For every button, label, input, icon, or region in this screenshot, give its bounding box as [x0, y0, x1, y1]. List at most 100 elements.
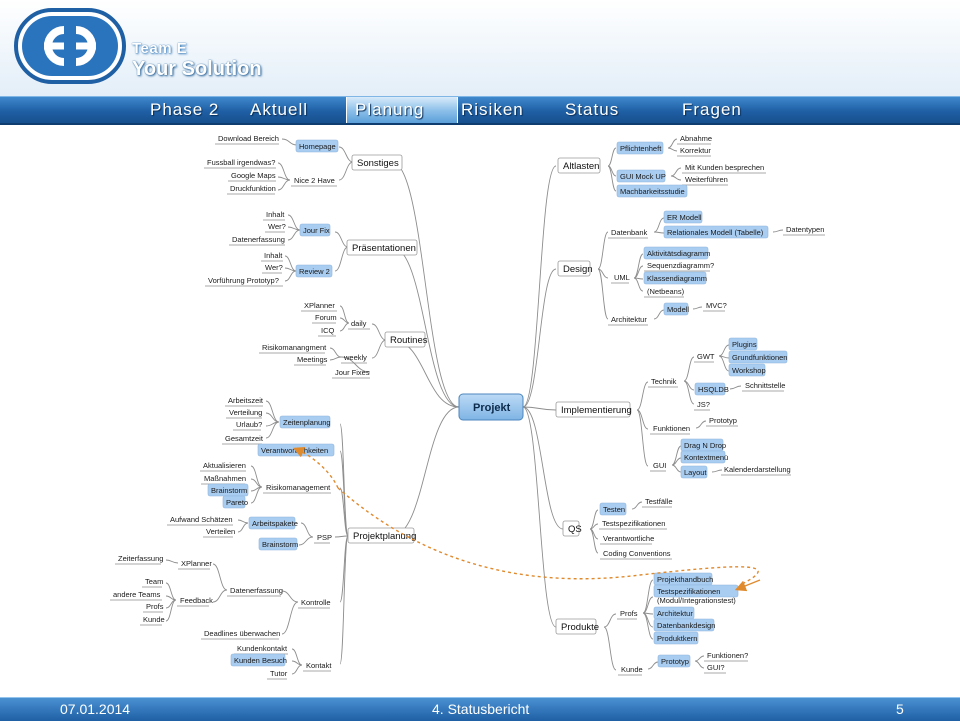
svg-text:Testen: Testen — [603, 505, 625, 514]
nav-item-risiken[interactable]: Risiken — [461, 100, 524, 119]
node-projektplanung-massnahmen: Maßnahmen — [201, 474, 246, 485]
node-implementierung-workshop: Workshop — [728, 363, 766, 377]
nav-item-aktuell[interactable]: Aktuell — [250, 100, 309, 119]
branch-design: Design — [557, 260, 593, 277]
svg-text:Fussball irgendwas?: Fussball irgendwas? — [207, 158, 275, 167]
branch-projektplanung: Projektplanung — [347, 527, 416, 544]
connector-line — [718, 344, 730, 357]
node-praesentationen-inhalt1: Inhalt — [263, 210, 285, 221]
connector-line — [670, 175, 682, 181]
node-praesentationen-review2: Review 2 — [295, 264, 333, 278]
svg-text:XPlanner: XPlanner — [181, 559, 212, 568]
connector-line — [287, 229, 301, 241]
connector-line — [340, 356, 371, 373]
svg-text:Abnahme: Abnahme — [680, 134, 712, 143]
svg-text:Download Bereich: Download Bereich — [218, 134, 279, 143]
connector-line — [711, 469, 723, 473]
branch-implementierung: Implementierung — [555, 401, 632, 418]
connector-line — [694, 655, 705, 662]
svg-text:Maßnahmen: Maßnahmen — [204, 474, 246, 483]
svg-text:Grundfunktionen: Grundfunktionen — [732, 353, 787, 362]
node-projektplanung-deadlines: Deadlines überwachen — [201, 629, 280, 640]
nav-item-phase2[interactable]: Phase 2 — [150, 100, 220, 119]
svg-text:Druckfunktion: Druckfunktion — [230, 184, 276, 193]
node-routines-forum: Forum — [312, 313, 337, 324]
connector-line — [165, 559, 179, 564]
svg-text:Feedback: Feedback — [180, 596, 213, 605]
connector-line — [653, 217, 665, 233]
svg-text:Verantwortliche: Verantwortliche — [603, 534, 654, 543]
svg-text:Aufwand Schätzen: Aufwand Schätzen — [170, 515, 233, 524]
connector-line — [212, 589, 228, 603]
svg-text:Produkte: Produkte — [561, 622, 599, 633]
brand-line-2: Your Solution — [132, 58, 262, 80]
connector-line — [265, 400, 280, 423]
svg-text:Klassendiagramm: Klassendiagramm — [647, 274, 707, 283]
connector-line — [339, 535, 349, 603]
svg-text:Relationales Modell (Tabelle): Relationales Modell (Tabelle) — [667, 228, 764, 237]
connector-line — [683, 380, 695, 405]
svg-text:ER Modell: ER Modell — [667, 213, 702, 222]
connector-line — [772, 229, 784, 233]
node-sonstiges-download: Download Bereich — [215, 134, 279, 145]
connector-line — [165, 599, 177, 622]
svg-text:Kontakt: Kontakt — [306, 661, 332, 670]
svg-text:Testfälle: Testfälle — [645, 497, 673, 506]
node-altlasten-korrektur: Korrektur — [677, 146, 711, 157]
svg-text:Coding Conventions: Coding Conventions — [603, 549, 671, 558]
dependency-arrow-2 — [292, 446, 339, 489]
branch-altlasten: Altlasten — [557, 157, 601, 174]
footer-title: 4. Statusbericht — [432, 701, 530, 717]
svg-text:GUI Mock UP: GUI Mock UP — [620, 172, 666, 181]
node-routines-xplanner: XPlanner — [301, 301, 337, 312]
svg-text:Kundenkontakt: Kundenkontakt — [237, 644, 288, 653]
nav-item-fragen[interactable]: Fragen — [682, 100, 742, 119]
svg-text:GWT: GWT — [697, 352, 715, 361]
team-e-logo — [14, 8, 126, 84]
svg-text:Zeitenplanung: Zeitenplanung — [283, 418, 331, 427]
connector-line — [287, 226, 301, 231]
connector-line — [334, 535, 349, 538]
node-projektplanung-aufwand: Aufwand Schätzen — [167, 515, 233, 526]
svg-text:Projekt: Projekt — [473, 402, 511, 414]
node-produkte-funktionen: Funktionen? — [704, 651, 748, 662]
svg-text:Altlasten: Altlasten — [563, 161, 599, 172]
svg-text:Layout: Layout — [684, 468, 707, 477]
svg-text:Schnittstelle: Schnittstelle — [745, 381, 785, 390]
node-implementierung-prototyp: Prototyp — [706, 416, 738, 427]
connector-line — [636, 409, 649, 467]
svg-text:Tutor: Tutor — [270, 669, 288, 678]
node-projektplanung-kundenbesuch: Kunden Besuch — [230, 653, 287, 667]
svg-text:Brainstorm: Brainstorm — [262, 540, 298, 549]
node-design-architektur: Architektur — [608, 315, 648, 326]
node-projektplanung-risikomanagement: Risikomanagement — [263, 483, 331, 494]
connector-line — [522, 406, 564, 530]
nav-item-status[interactable]: Status — [565, 100, 620, 119]
root-node: Projekt — [458, 393, 524, 421]
connector-line — [339, 535, 349, 665]
node-projektplanung-tutor: Tutor — [267, 669, 288, 680]
svg-text:Zeiterfassung: Zeiterfassung — [118, 554, 163, 563]
connector-line — [636, 381, 649, 411]
node-qs-testen: Testen — [599, 502, 627, 516]
node-projektplanung-aktualisieren: Aktualisieren — [200, 461, 246, 472]
node-projektplanung-verteilung: Verteilung — [226, 408, 262, 419]
nav-item-planung[interactable]: Planung — [355, 100, 425, 119]
svg-text:Prototyp: Prototyp — [709, 416, 737, 425]
connector-line — [391, 246, 460, 408]
svg-text:MVC?: MVC? — [706, 301, 727, 310]
svg-text:Inhalt: Inhalt — [266, 210, 285, 219]
svg-text:Pareto: Pareto — [226, 498, 248, 507]
svg-text:Kunde: Kunde — [143, 615, 165, 624]
node-design-ermodell: ER Modell — [663, 210, 703, 224]
node-produkte-gui: GUI? — [704, 663, 726, 674]
node-praesentationen-wer1: Wer? — [265, 222, 286, 233]
node-routines-jourfixes: Jour Fixes — [332, 368, 370, 379]
connector-line — [339, 423, 349, 537]
branch-routines: Routines — [384, 331, 428, 348]
connector-line — [683, 356, 695, 382]
node-projektplanung-feedback: Feedback — [177, 596, 213, 607]
connector-line — [597, 268, 609, 320]
svg-text:UML: UML — [614, 273, 630, 282]
